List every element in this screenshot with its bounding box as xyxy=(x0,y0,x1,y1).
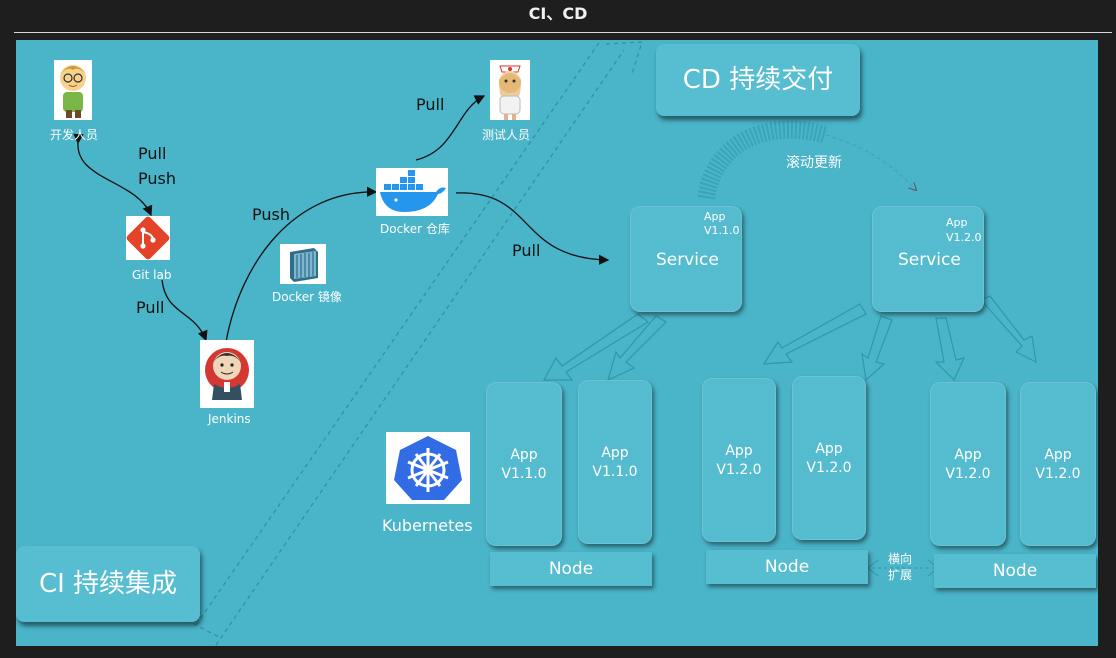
pod-version-label: V1.2.0 xyxy=(1035,466,1081,482)
ci-title: CI 持续集成 xyxy=(16,546,200,622)
docker-image-icon xyxy=(280,244,326,284)
jenkins-logo xyxy=(200,340,254,408)
diagram-canvas: CD 持续交付 CI 持续集成 开发人员 测试人员 xyxy=(16,40,1098,646)
developer-avatar xyxy=(54,60,92,120)
title-divider xyxy=(14,32,1112,33)
pod-app-label: App xyxy=(510,447,538,463)
docker-repo-label: Docker 仓库 xyxy=(380,222,450,236)
tester-label: 测试人员 xyxy=(482,128,531,142)
docker-image-label: Docker 镜像 xyxy=(272,290,342,304)
node-bar: Node xyxy=(934,554,1096,588)
node-bar: Node xyxy=(706,550,868,584)
edge-repo-tester xyxy=(415,95,486,161)
node-bar: Node xyxy=(490,552,652,586)
developer-label: 开发人员 xyxy=(50,128,99,142)
ci-cd-divider-edge xyxy=(195,40,602,626)
pod-version-label: V1.2.0 xyxy=(806,460,852,476)
service-app-label: App xyxy=(946,216,968,229)
edge-label-git-jenkins: Pull xyxy=(136,298,165,317)
scale-out-label-line1: 横向 xyxy=(888,552,913,566)
edge-repo-service xyxy=(455,192,610,265)
kubernetes-label: Kubernetes xyxy=(382,516,473,535)
pod-version-label: V1.2.0 xyxy=(945,466,991,482)
pod-app-label: App xyxy=(601,445,629,461)
edge-label-dev-git-push: Push xyxy=(138,169,176,188)
edge-label-dev-git-pull: Pull xyxy=(138,144,167,163)
pod-app-label: App xyxy=(725,443,753,459)
service-version-label: V1.1.0 xyxy=(704,224,740,237)
service-box-v1-1: App V1.1.0 Service xyxy=(630,206,742,312)
gitlab-label: Git lab xyxy=(132,268,172,282)
pod-app-label: App xyxy=(954,447,982,463)
jenkins-label: Jenkins xyxy=(208,412,251,426)
rolling-update-label: 滚动更新 xyxy=(786,155,842,171)
service-label: Service xyxy=(898,250,961,270)
scale-out-label-line2: 扩展 xyxy=(888,568,913,582)
pod-version-label: V1.1.0 xyxy=(592,464,638,480)
service-version-label: V1.2.0 xyxy=(946,231,982,244)
edge-label-repo-tester: Pull xyxy=(416,95,445,114)
ci-cd-divider xyxy=(215,49,625,646)
service-box-v1-2: App V1.2.0 Service xyxy=(872,206,984,312)
pod-app-label: App xyxy=(815,441,843,457)
edge-jenkins-repo xyxy=(225,186,378,343)
gitlab-logo xyxy=(126,216,170,260)
service-label: Service xyxy=(656,250,719,270)
rolling-update-arrow xyxy=(697,120,829,200)
edge-gitlab-jenkins xyxy=(161,279,208,342)
pod-version-label: V1.1.0 xyxy=(501,466,547,482)
docker-repo-logo xyxy=(376,168,448,216)
edge-label-repo-service: Pull xyxy=(512,241,541,260)
pod-version-label: V1.2.0 xyxy=(716,462,762,478)
window-title: CI、CD xyxy=(528,4,588,23)
tester-avatar xyxy=(490,60,530,120)
service-app-label: App xyxy=(704,210,726,223)
kubernetes-logo xyxy=(386,432,470,504)
service-pod-arrows xyxy=(542,295,1037,382)
edge-dev-gitlab xyxy=(73,133,153,217)
pod-app-label: App xyxy=(1044,447,1072,463)
cd-title: CD 持续交付 xyxy=(656,44,860,116)
edge-label-jenkins-repo: Push xyxy=(252,205,290,224)
